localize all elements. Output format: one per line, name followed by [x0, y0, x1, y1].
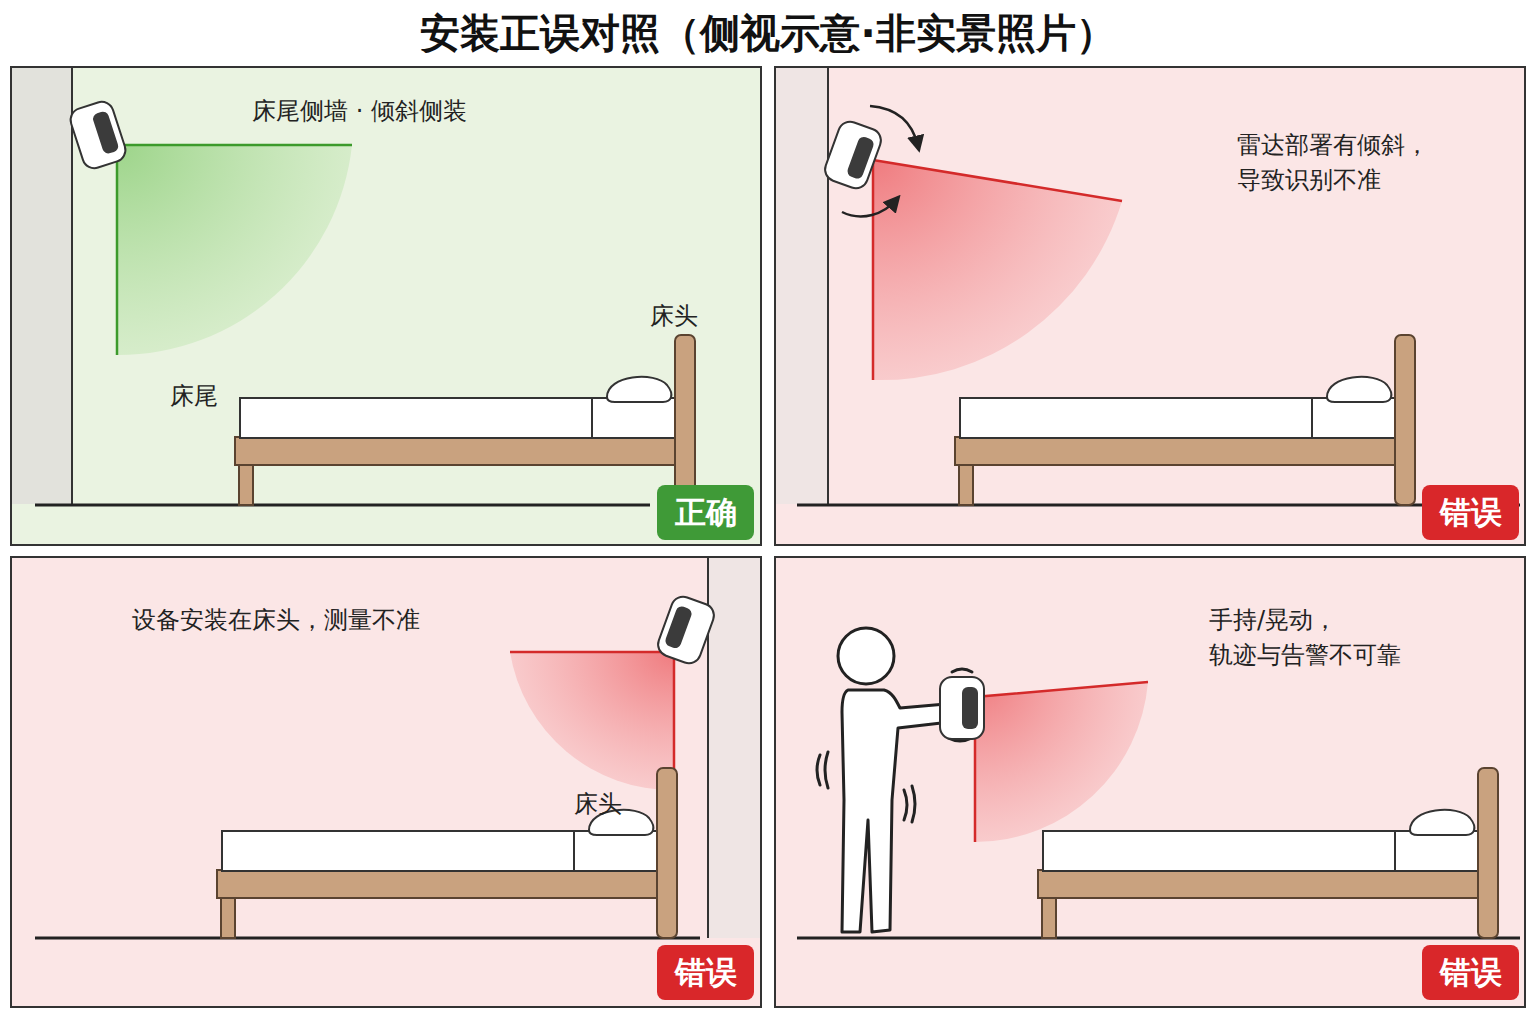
- panel-label: 床尾: [170, 379, 218, 414]
- panel-label: 手持/晃动， 轨迹与告警不可靠: [1209, 603, 1459, 673]
- verdict-badge: 错误: [1422, 485, 1519, 540]
- example-panel: 床尾侧墙 · 倾斜侧装床头床尾正确: [10, 66, 762, 546]
- badge-label: 错误: [675, 954, 737, 991]
- panel-label: 雷达部署有倾斜， 导致识别不准: [1237, 128, 1467, 198]
- verdict-badge: 错误: [1422, 945, 1519, 1000]
- panel-label: 床头: [650, 299, 698, 334]
- verdict-badge: 正确: [657, 485, 754, 540]
- badge-label: 错误: [1440, 494, 1502, 531]
- verdict-badge: 错误: [657, 945, 754, 1000]
- panel-label: 设备安装在床头，测量不准: [132, 603, 420, 638]
- title: 安装正误对照（侧视示意·非实景照片）: [0, 6, 1536, 61]
- badge-label: 正确: [675, 494, 737, 531]
- example-panel: 手持/晃动， 轨迹与告警不可靠错误: [774, 556, 1526, 1008]
- panel-label: 床头: [574, 787, 622, 822]
- badge-label: 错误: [1440, 954, 1502, 991]
- example-panel: 设备安装在床头，测量不准床头错误: [10, 556, 762, 1008]
- panel-label: 床尾侧墙 · 倾斜侧装: [252, 94, 467, 129]
- example-panel: 雷达部署有倾斜， 导致识别不准错误: [774, 66, 1526, 546]
